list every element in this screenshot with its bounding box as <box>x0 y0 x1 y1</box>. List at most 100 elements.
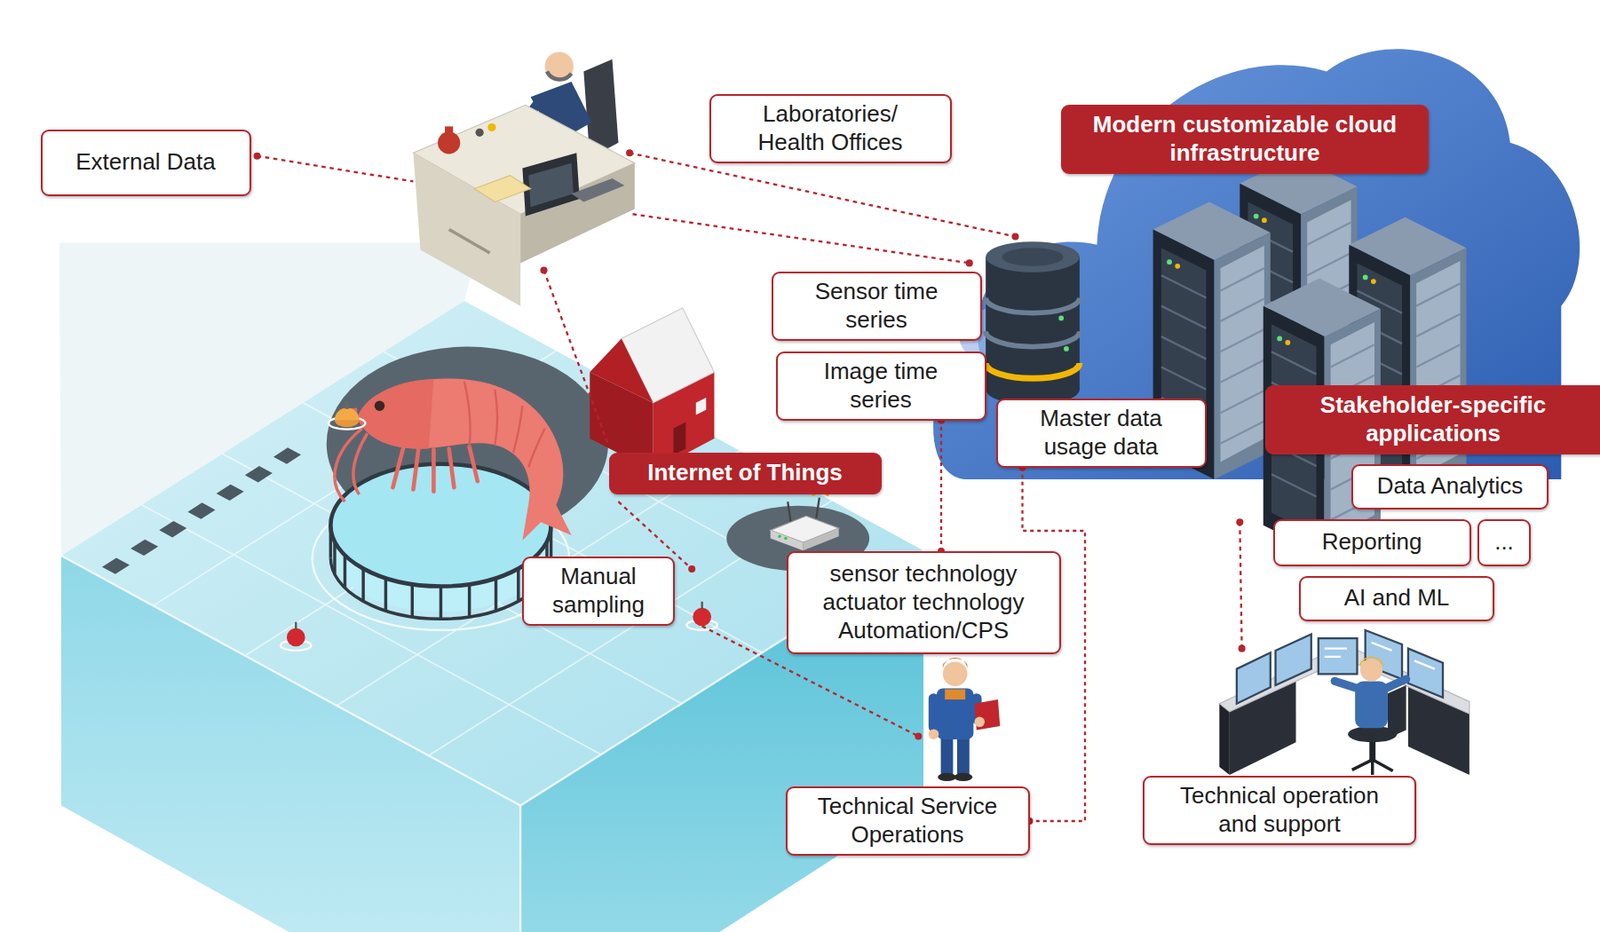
label-box: Technical operation and support <box>1142 776 1417 845</box>
label-text: Manual sampling <box>536 562 661 619</box>
label-text: Modern customizable cloud infrastructure <box>1074 110 1417 167</box>
red-house <box>696 397 706 416</box>
technician-figure <box>941 734 954 776</box>
technician-figure <box>942 657 968 672</box>
label-text: Internet of Things <box>629 459 861 488</box>
label-box: AI and ML <box>1299 576 1495 622</box>
shrimp <box>356 378 571 540</box>
label-text: AI and ML <box>1330 584 1464 613</box>
operator-workstation <box>1360 658 1383 682</box>
red-house <box>589 338 653 403</box>
leader-dot <box>688 565 696 573</box>
database <box>1058 316 1064 322</box>
buoy <box>344 402 349 410</box>
shrimp <box>356 379 434 449</box>
database <box>1002 247 1064 267</box>
label-text: Technical operation and support <box>1168 782 1391 839</box>
leader-line <box>544 269 609 444</box>
database <box>1063 346 1070 352</box>
leader-line <box>257 152 1243 737</box>
office-desk <box>571 178 626 202</box>
technician-figure <box>936 688 974 739</box>
leader-line <box>257 156 414 183</box>
label-box: Manual sampling <box>522 556 675 626</box>
label-box: Master data usage data <box>996 398 1207 468</box>
buoy <box>294 622 297 630</box>
database <box>985 297 1080 313</box>
leader-dot <box>540 266 548 274</box>
database <box>985 331 1080 347</box>
label-text: Technical Service Operations <box>796 792 1019 849</box>
operator-workstation <box>1360 657 1383 671</box>
label-box: Reporting <box>1273 519 1472 567</box>
label-box: Laboratories/ Health Offices <box>709 94 952 163</box>
leader-dot <box>625 149 634 157</box>
office-desk <box>528 163 574 207</box>
technician-figure <box>954 773 974 782</box>
label-text: External Data <box>56 148 235 177</box>
office-desk <box>449 229 491 253</box>
leader-dot <box>253 149 1246 740</box>
label-text: Master data usage data <box>1023 404 1180 461</box>
router-platform <box>777 535 781 539</box>
shrimp <box>334 427 368 502</box>
technician-figure <box>944 689 966 700</box>
technician-figure <box>974 699 1001 730</box>
label-box: Sensor time series <box>771 271 983 341</box>
label-text: Reporting <box>1305 528 1439 557</box>
leader-dot <box>1011 233 1019 241</box>
banner-box: Modern customizable cloud infrastructure <box>1061 104 1429 174</box>
label-box: Technical Service Operations <box>785 786 1030 856</box>
red-house <box>589 308 714 472</box>
operator-workstation <box>1219 704 1229 776</box>
router-platform <box>770 530 804 551</box>
dotted-connector <box>940 420 943 552</box>
database <box>985 241 1080 405</box>
shrimp <box>392 446 477 492</box>
buoy <box>692 608 712 627</box>
label-text: sensor technology actuator technology Au… <box>806 560 1042 645</box>
technician-figure <box>928 693 939 733</box>
label-box: ... <box>1477 519 1531 567</box>
leader-dot <box>966 259 974 267</box>
office-desk <box>475 128 484 137</box>
label-box: Image time series <box>776 351 987 420</box>
shrimp <box>374 400 385 411</box>
technician-figure <box>937 773 957 782</box>
database <box>985 256 1080 389</box>
label-box: External Data <box>40 129 252 197</box>
technician-figure <box>942 662 968 688</box>
banner-box: Internet of Things <box>609 452 882 495</box>
office-desk <box>545 52 574 81</box>
label-box: Data Analytics <box>1351 464 1549 510</box>
office-desk <box>522 152 579 216</box>
router-platform <box>802 528 839 551</box>
leader-line <box>633 213 970 263</box>
leader-dot <box>253 152 262 160</box>
cloud <box>933 48 1580 480</box>
office-desk <box>412 152 521 306</box>
solar-panels <box>102 447 301 574</box>
office-desk <box>546 71 572 80</box>
office-desk <box>474 175 531 203</box>
label-text: Data Analytics <box>1363 472 1537 501</box>
solar-panels <box>102 447 301 574</box>
fish-cage <box>330 525 551 620</box>
operator-workstation <box>1236 652 1271 704</box>
router-platform <box>784 537 787 540</box>
buoy <box>334 408 360 421</box>
office-desk <box>437 131 460 154</box>
leader-dot <box>1238 645 1246 653</box>
operator-workstation <box>1408 649 1443 698</box>
operator-workstation <box>1219 630 1470 776</box>
office-desk <box>487 123 496 132</box>
technician-figure <box>974 717 985 728</box>
leader-dot <box>1235 518 1244 526</box>
label-text: ... <box>1490 528 1518 557</box>
shrimp <box>464 381 546 468</box>
operator-workstation <box>1387 685 1407 739</box>
database <box>985 241 1080 272</box>
label-text: Stakeholder-specific applications <box>1299 391 1567 448</box>
cloud <box>933 48 1580 480</box>
label-text: Sensor time series <box>800 277 952 334</box>
